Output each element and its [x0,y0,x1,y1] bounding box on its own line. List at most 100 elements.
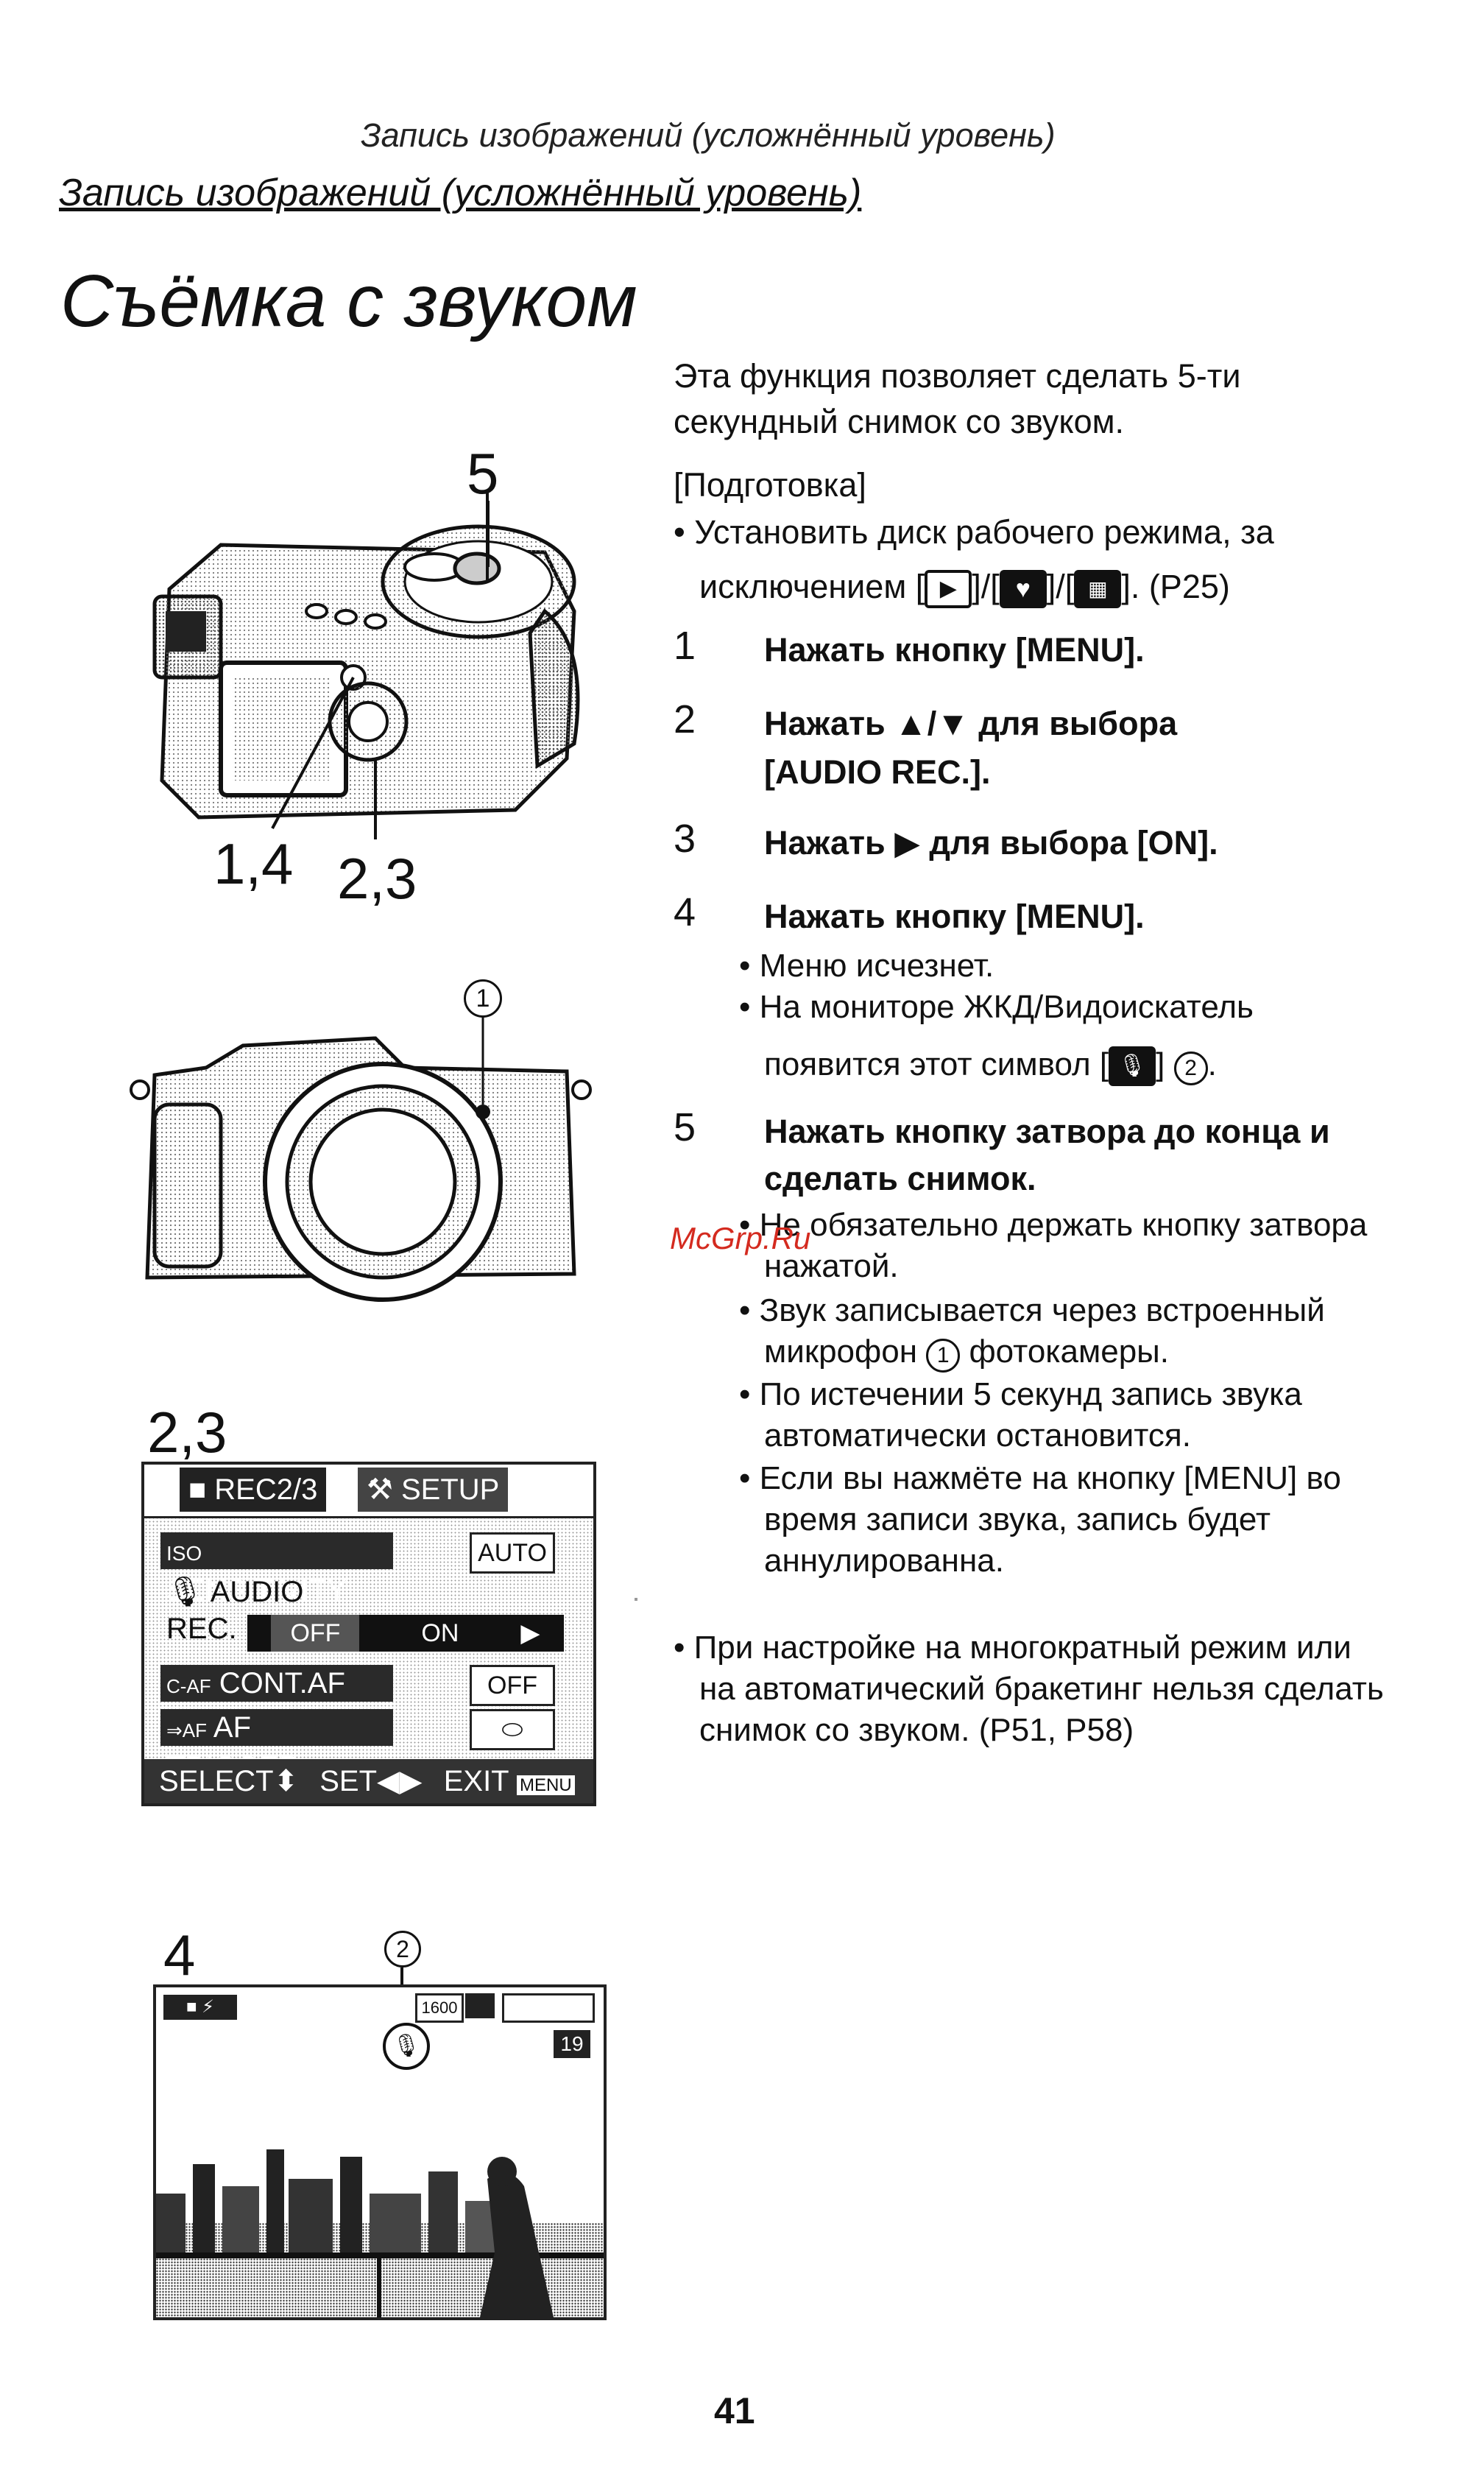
tab-rec[interactable]: ■ REC2/3 [180,1468,327,1512]
intro-line-1: Эта функция позволяет сделать 5-ти [674,357,1241,395]
record-mode-icon: ■ ⚡ [163,1995,237,2020]
step-2-line-2: [AUDIO REC.]. [764,753,991,791]
watermark: McGrp.Ru [670,1221,811,1255]
circle-label-1-text: 1 [464,979,502,1018]
step-4-text: Нажать кнопку [MENU]. [764,898,1145,935]
step-4-symbol-close: ] [1156,1046,1165,1082]
prep-line2-before: исключением [ [699,568,925,605]
lcd-figure-label: 4 [163,1923,196,1987]
label-1-4: 1,4 [213,831,294,896]
step-5-bullet-4-line-2: время записи звука, запись будет [764,1501,1271,1537]
quality-icon [465,1993,495,2018]
option-on[interactable]: ON [421,1619,459,1647]
step-5-bullet-2-line-1: Звук записывается через встроенный [739,1290,1325,1331]
sensitivity-value: AUTO [470,1532,555,1574]
menu-row-sensitivity[interactable]: ISO SENSITIVITY [160,1532,393,1607]
prep-label: [Подготовка] [674,466,866,504]
intro-line-2: секундный снимок со звуком. [674,403,1125,440]
menu-row-cont-af-label: CONT.AF [219,1667,345,1699]
prep-line2-mid2: ]/[ [1046,568,1075,605]
prep-line2-after: ]. (P25) [1121,568,1230,605]
circle-label-1: 1 [464,979,502,1018]
menu-help-bar: SELECT⬍ SET◀▶ EXIT MENU [144,1759,593,1803]
step-3-number: 3 [674,817,696,861]
iso-indicator: 1600 [415,1993,464,2023]
page-title: Съёмка с звуком [60,260,637,342]
running-header: Запись изображений (усложнённый уровень) [361,116,1056,154]
step-5-bullet-4-line-3: аннулированна. [764,1543,1004,1579]
prep-line2-mid1: ]/[ [972,568,1000,605]
playback-mode-icon: ▶ [925,570,972,609]
option-off[interactable]: OFF [271,1615,360,1652]
movie-mode-icon: ▦ [1074,570,1122,609]
leftright-icon: ◀▶ [377,1765,423,1797]
step-5-bullet-3-line-2: автоматически остановится. [764,1417,1191,1454]
step-5-bullet-3-line-1: По истечении 5 секунд запись звука [739,1374,1302,1415]
microphone-icon: 🎙 [1109,1046,1156,1087]
step-2-number: 2 [674,697,696,741]
tab-rec-label: REC2/3 [214,1473,318,1506]
caf-prefix: C-AF [166,1675,211,1697]
menu-figure-label: 2,3 [147,1400,227,1465]
menu-row-cont-af[interactable]: C-AF CONT.AF [160,1665,393,1702]
updown-icon: ⬍ [273,1765,299,1797]
camera-front-illustration [130,1016,592,1302]
section-title: Запись изображений (усложнённый уровень) [59,172,862,214]
circle-ref-1: 1 [926,1339,961,1373]
step-1-number: 1 [674,624,696,668]
help-select: SELECT [159,1765,274,1797]
wrench-icon: ⚒ [367,1473,393,1506]
camera-icon: ■ [188,1473,207,1506]
menu-tab-bar: ■ REC2/3 ⚒ SETUP [144,1465,593,1518]
step-5-bullet-2-line-2: микрофон 1 фотокамеры. [764,1331,1169,1373]
note-line-1: При настройке на многократный режим или [674,1627,1352,1669]
menu-key-icon: MENU [517,1775,575,1795]
menu-row-af-trigger[interactable]: ⇒AF AF TRIGGER [160,1709,393,1783]
circle-label-2: 2 [384,1931,421,1968]
label-2-3: 2,3 [337,846,417,911]
battery-icon [502,1993,595,2023]
step-4-bullet-2: На мониторе ЖКД/Видоискатель [739,987,1254,1028]
cont-af-value: OFF [470,1665,555,1706]
menu-row-audio-rec-label: AUDIO REC. [166,1576,304,1645]
label-5: 5 [467,441,499,506]
help-set: SET [319,1765,378,1797]
city-skyline-photo [156,2149,604,2317]
heart-mode-icon: ♥ [999,570,1047,609]
tab-setup-label: SETUP [400,1473,500,1506]
lcd-monitor-screen: ■ ⚡ 1600 🎙 19 [153,1984,607,2320]
mic-text-after: фотокамеры. [969,1334,1170,1370]
pointer-line-5 [486,492,489,580]
mic-text-before: микрофон [764,1334,917,1370]
menu-row-audio-rec[interactable]: 🎙 AUDIO REC. [160,1574,378,1645]
step-4-symbol-text: появится этот символ [ [764,1046,1109,1082]
step-3-text: Нажать ▶ для выбора [ON]. [764,824,1218,862]
step-5-bullet-4-line-1: Если вы нажмёте на кнопку [MENU] во [739,1458,1341,1499]
step-4-number: 4 [674,890,696,934]
menu-row-sensitivity-label: SENSITIVITY [166,1574,347,1607]
microphone-icon: 🎙 [166,1576,204,1608]
step-4-bullet-1: Меню исчезнет. [739,945,994,987]
help-exit: EXIT [443,1765,509,1797]
prep-line-1: Установить диск рабочего режима, за [674,510,1273,555]
tab-setup[interactable]: ⚒ SETUP [358,1468,509,1512]
step-5-line-2: сделать снимок. [764,1160,1036,1197]
step-5-number: 5 [674,1105,696,1149]
iso-prefix: ISO [166,1542,202,1565]
audio-rec-options: OFF ON ▶ [247,1615,564,1652]
shutter-button-icon: ⬭ [470,1709,555,1750]
step-4-bullet-2-line-2: появится этот символ [🎙] 2. [764,1044,1217,1087]
camera-rear-illustration [152,501,580,839]
note-line-3: снимок со звуком. (P51, P58) [699,1712,1134,1748]
prep-line-2: исключением [▶]/[♥]/[▦]. (P25) [699,564,1230,610]
step-5-line-1: Нажать кнопку затвора до конца и [764,1113,1330,1150]
arrow-right-icon: ▶ [520,1619,540,1647]
step-1-text: Нажать кнопку [MENU]. [764,631,1145,669]
page-number: 41 [714,2390,755,2431]
rec-menu-screen: ■ REC2/3 ⚒ SETUP ISO SENSITIVITY AUTO 🎙 … [141,1462,596,1806]
circle-ref-2: 2 [1173,1051,1208,1085]
af-prefix: ⇒AF [166,1719,208,1741]
divider-mark [635,1598,637,1601]
step-5-bullet-1-line-1: Не обязательно держать кнопку затвора [739,1205,1368,1246]
audio-rec-microphone-icon: 🎙 [383,2023,430,2070]
